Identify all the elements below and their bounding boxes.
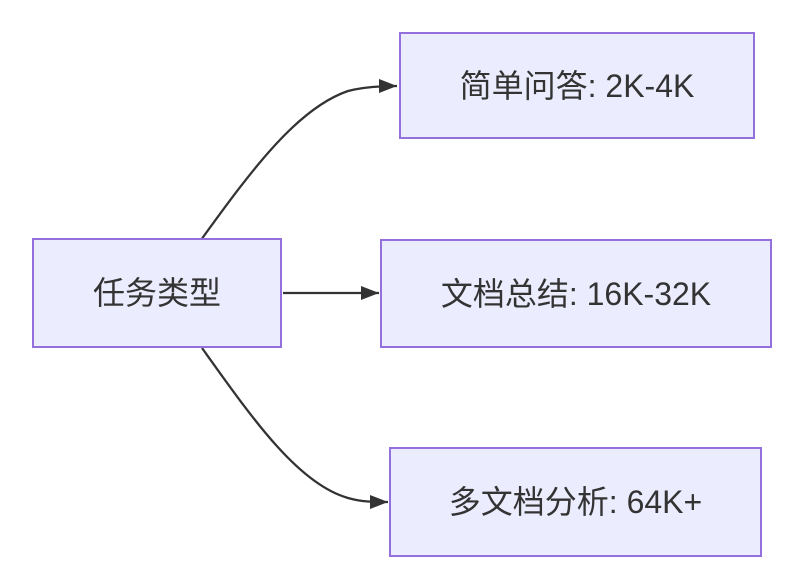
node-multi-doc: 多文档分析: 64K+ <box>389 447 762 557</box>
edge-root-to-simple-qa <box>200 79 398 241</box>
edge-root-to-multi-doc <box>201 347 389 509</box>
node-doc-summary-label: 文档总结: 16K-32K <box>440 275 712 312</box>
node-doc-summary: 文档总结: 16K-32K <box>380 239 772 348</box>
node-task-type: 任务类型 <box>32 238 282 348</box>
node-task-type-label: 任务类型 <box>92 275 221 311</box>
node-simple-qa: 简单问答: 2K-4K <box>399 32 755 139</box>
node-simple-qa-label: 简单问答: 2K-4K <box>459 67 695 104</box>
node-multi-doc-label: 多文档分析: 64K+ <box>448 484 703 520</box>
